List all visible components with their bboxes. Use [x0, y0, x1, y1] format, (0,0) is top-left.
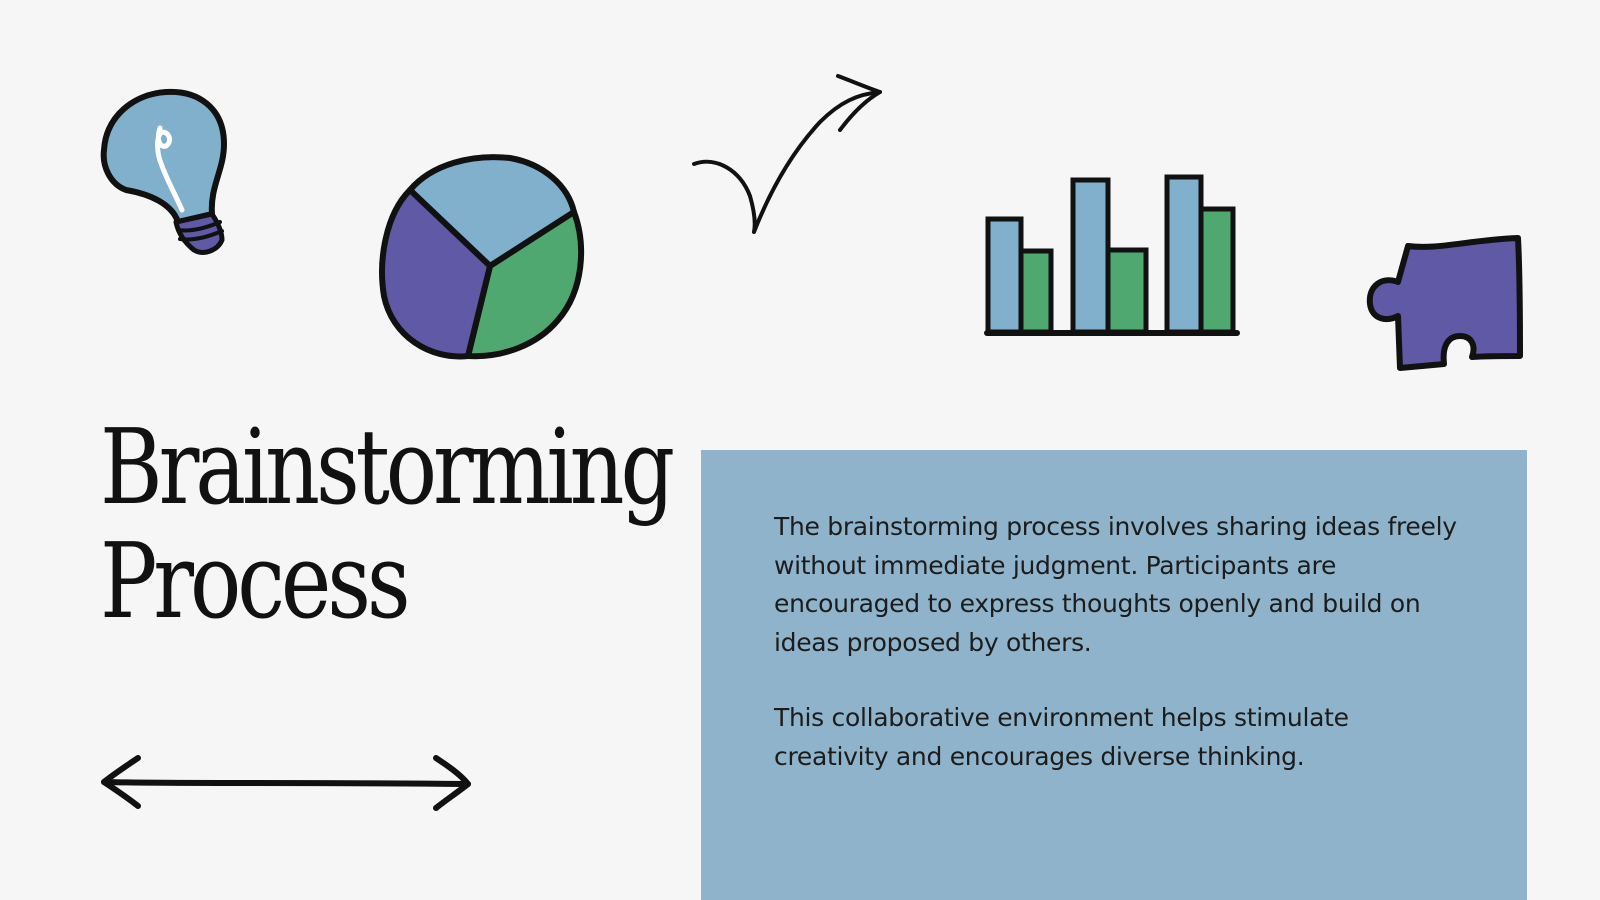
pie-chart-icon: [378, 150, 588, 365]
bar-chart-icon: [984, 172, 1255, 342]
puzzle-piece-icon: [1366, 235, 1528, 384]
body-paragraph-2: This collaborative environment helps sti…: [774, 703, 1349, 771]
page-title: Brainstorming Process: [100, 406, 675, 642]
text-panel: The brainstorming process involves shari…: [701, 450, 1527, 900]
lightbulb-icon: [98, 86, 230, 261]
page-title-line-1: Brainstorming: [100, 406, 675, 528]
body-paragraph-1: The brainstorming process involves shari…: [774, 512, 1457, 657]
double-arrow-icon: [98, 754, 478, 814]
page-title-line-2: Process: [100, 520, 411, 642]
check-arrow-icon: [690, 70, 885, 240]
